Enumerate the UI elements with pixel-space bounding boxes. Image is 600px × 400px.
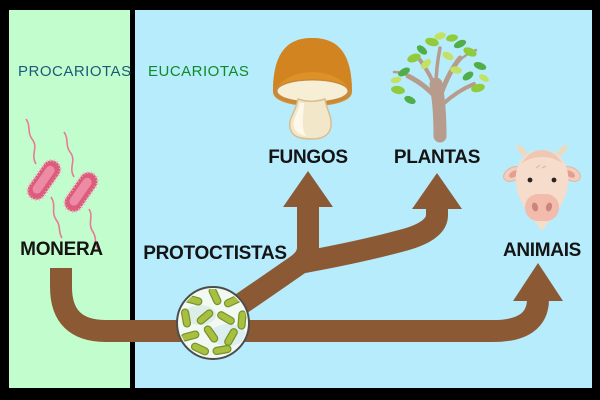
lineage-tree	[50, 171, 563, 342]
protoctistas-label: PROTOCTISTAS	[143, 243, 287, 264]
bacteria-icon	[25, 118, 99, 250]
procariotas-label: PROCARIOTAS	[18, 63, 132, 80]
cow-icon	[503, 144, 581, 231]
mushroom-icon	[273, 38, 352, 140]
tree-icon	[390, 32, 489, 143]
arrow-monera-to-animais	[50, 268, 549, 342]
eucariotas-label: EUCARIOTAS	[148, 63, 250, 80]
protists-circle-icon	[176, 286, 250, 360]
arrowhead-plantas-icon	[412, 173, 462, 209]
arrowhead-fungos-icon	[283, 171, 333, 207]
arrowhead-animais-icon	[513, 263, 563, 301]
fungos-label: FUNGOS	[268, 147, 348, 168]
arrow-protoctistas-to-plantas	[297, 204, 448, 274]
plantas-label: PLANTAS	[393, 147, 481, 168]
animais-label: ANIMAIS	[502, 240, 582, 261]
monera-label: MONERA	[20, 239, 103, 260]
